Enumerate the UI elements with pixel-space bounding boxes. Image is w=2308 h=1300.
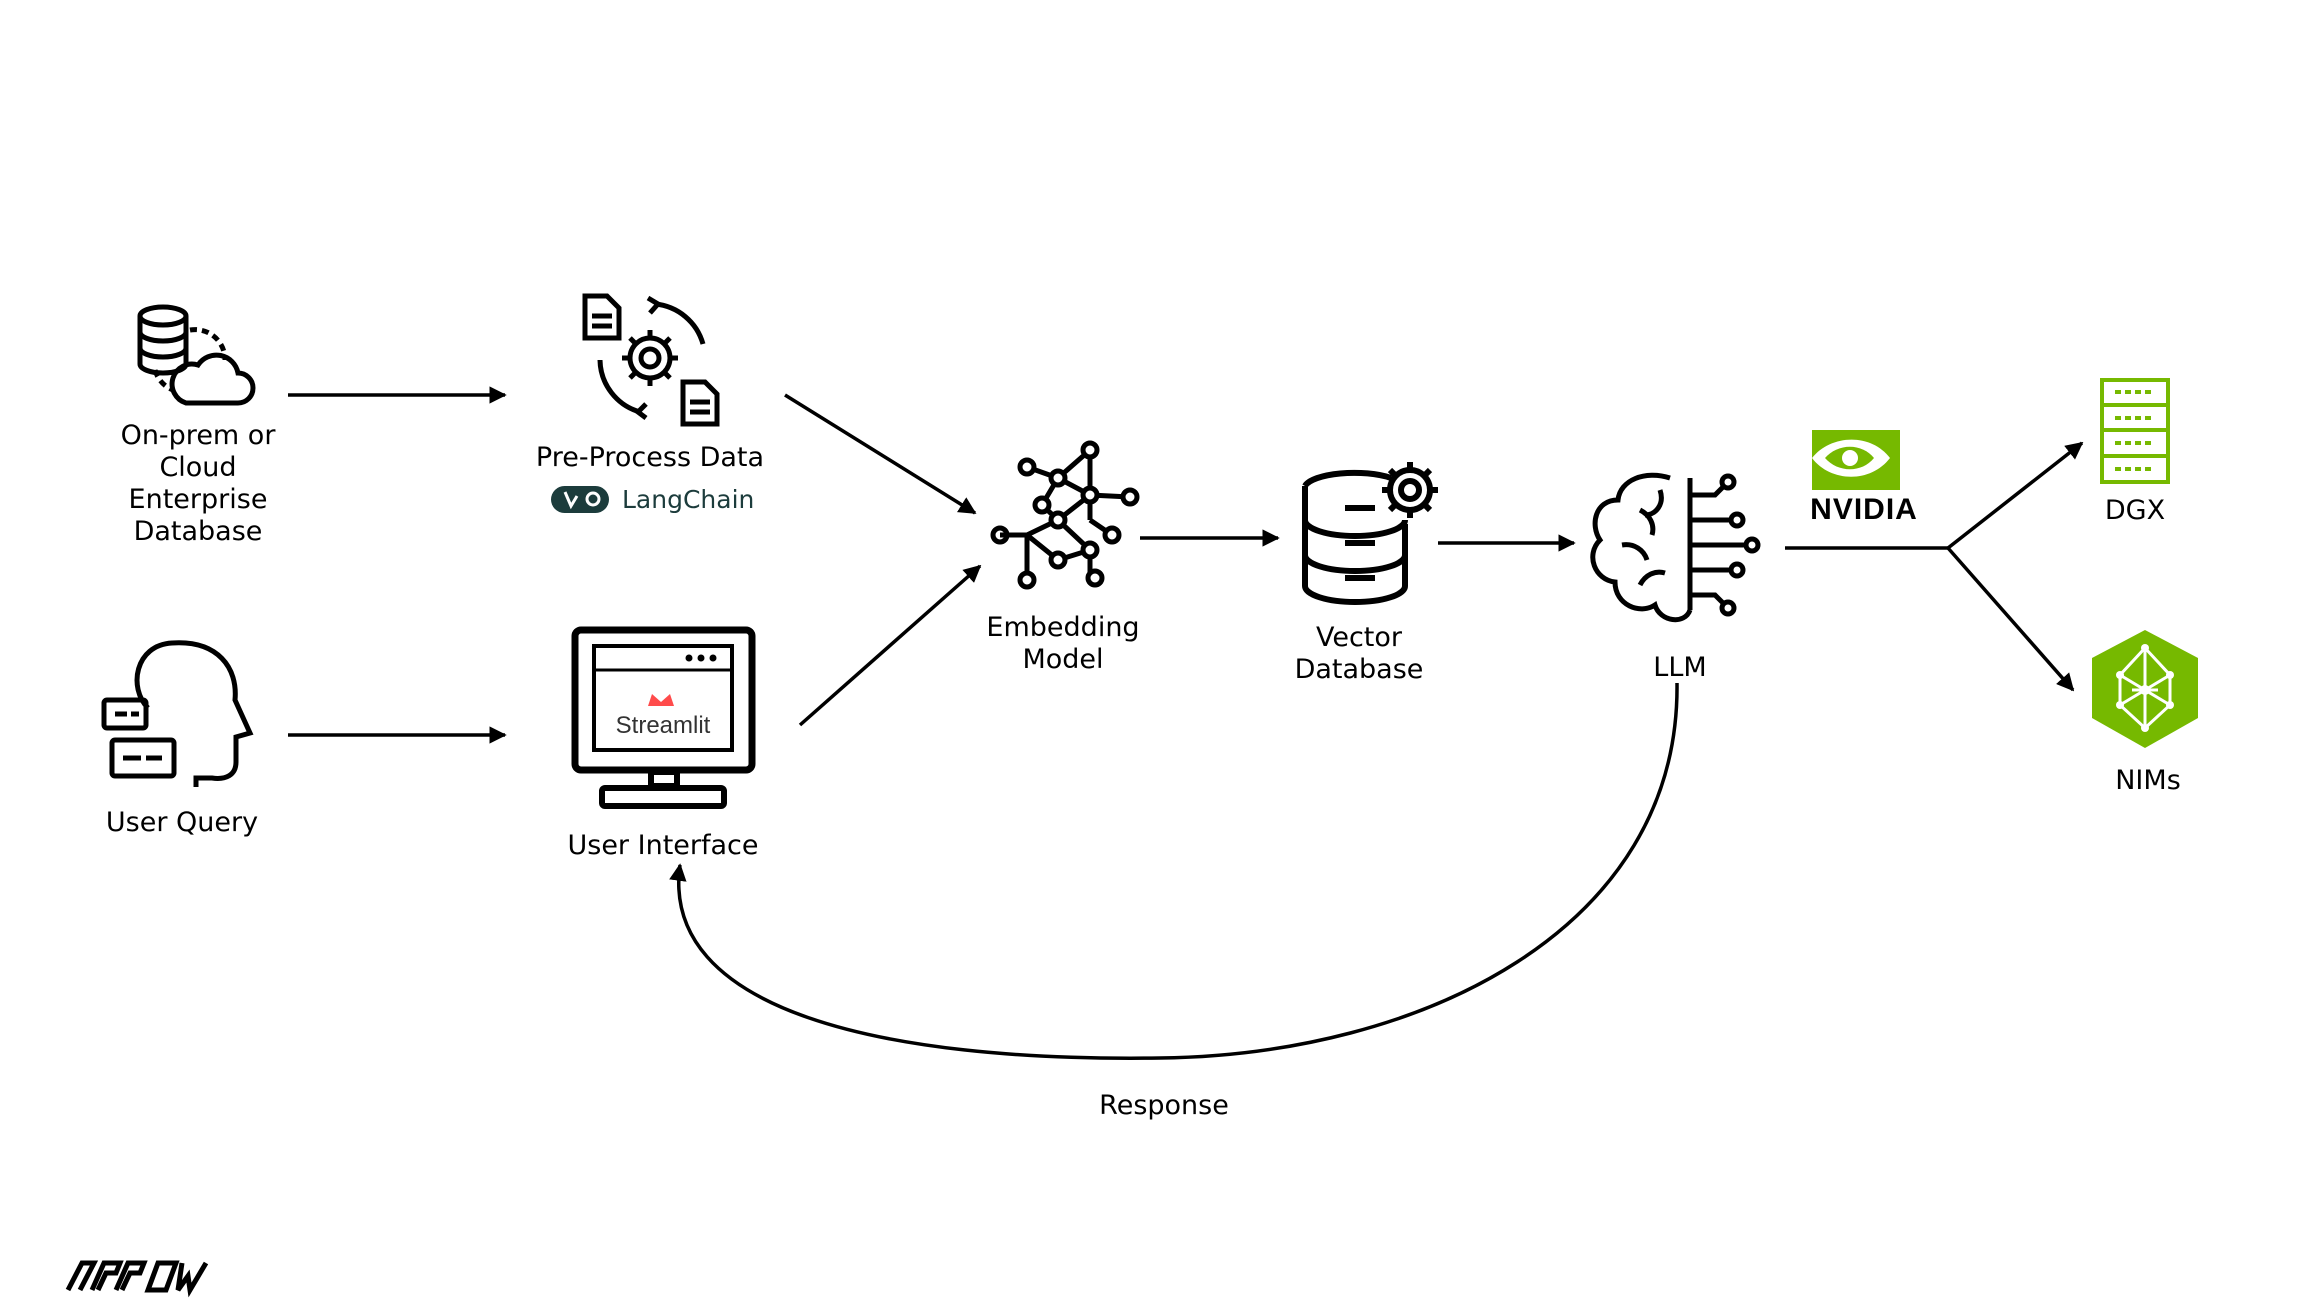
arrow-ui-to-embedding bbox=[798, 564, 982, 727]
streamlit-crown-icon bbox=[648, 694, 674, 706]
user-chat-head-icon bbox=[101, 640, 254, 787]
user-query-label: User Query bbox=[105, 807, 259, 838]
brain-circuit-icon bbox=[1590, 472, 1761, 622]
nvidia-wordmark: NVIDIA bbox=[1810, 493, 1918, 526]
streamlit-screen-text: Streamlit bbox=[615, 712, 711, 739]
user-interface-label: User Interface bbox=[567, 830, 759, 861]
nvidia-eye-logo bbox=[1812, 430, 1900, 490]
embedding-label: Embedding Model bbox=[986, 612, 1139, 676]
langchain-badge-text: LangChain bbox=[622, 485, 755, 514]
database-label-line-3: Enterprise bbox=[128, 484, 268, 515]
database-label-line-1: On-prem or bbox=[120, 420, 276, 451]
database-label-line-2: Cloud bbox=[159, 452, 237, 483]
llm-label: LLM bbox=[1653, 652, 1707, 683]
cube-network-icon bbox=[2092, 630, 2198, 748]
langchain-logo bbox=[551, 486, 609, 513]
arrow-response-llm-to-ui bbox=[669, 682, 1679, 1060]
vector-db-label: Vector Database bbox=[1295, 622, 1424, 686]
monitor-icon bbox=[571, 626, 756, 809]
arrow-preprocess-to-embedding bbox=[784, 393, 977, 515]
database-label-line-4: Database bbox=[133, 516, 263, 547]
vector-db-label-line-1: Vector bbox=[1315, 622, 1403, 653]
database-label: On-prem or Cloud Enterprise Database bbox=[121, 420, 276, 548]
embedding-label-line-2: Model bbox=[1022, 644, 1104, 675]
server-rack-icon bbox=[2100, 378, 2170, 484]
response-label: Response bbox=[1099, 1090, 1229, 1121]
nims-label: NIMs bbox=[2115, 765, 2181, 796]
preprocess-label: Pre-Process Data bbox=[535, 442, 765, 473]
document-gear-cycle-icon bbox=[582, 293, 720, 427]
arrow-to-nims bbox=[1946, 546, 2075, 692]
arrow-logo bbox=[65, 1260, 209, 1298]
flow-arrows bbox=[288, 386, 2084, 1060]
database-gear-icon bbox=[1302, 462, 1438, 605]
vector-db-label-line-2: Database bbox=[1294, 654, 1424, 685]
embedding-label-line-1: Embedding bbox=[986, 612, 1140, 643]
arrow-to-dgx bbox=[1946, 441, 2084, 550]
dgx-label: DGX bbox=[2104, 495, 2166, 526]
neural-network-icon bbox=[990, 440, 1140, 590]
database-cloud-icon bbox=[137, 304, 256, 406]
